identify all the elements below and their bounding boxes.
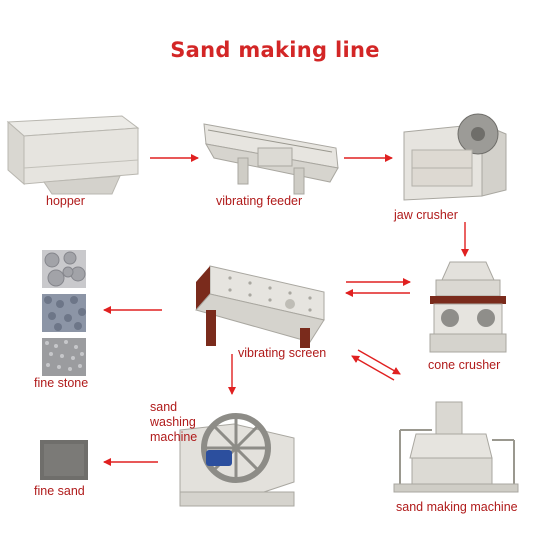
arrow-screen-to-sand-maker — [357, 349, 401, 375]
label-vibrating-screen: vibrating screen — [238, 346, 327, 360]
fine-stone-small-image — [42, 338, 86, 376]
label-cone-crusher: cone crusher — [428, 358, 501, 372]
jaw-crusher-machine — [403, 113, 507, 201]
fine-stone-medium-image — [42, 294, 86, 332]
label-jaw-crusher: jaw crusher — [394, 208, 458, 222]
label-vibrating-feeder: vibrating feeder — [216, 194, 303, 208]
label-sand-making-machine: sand making machine — [396, 500, 518, 514]
arrow-sand-maker-to-screen — [351, 355, 395, 381]
fine-stone-coarse-image — [42, 250, 86, 288]
fine-sand-image — [40, 440, 88, 480]
vibrating-screen-machine — [195, 265, 325, 348]
diagram-title: Sand making line — [170, 38, 380, 62]
label-hopper: hopper — [46, 194, 85, 208]
hopper-machine — [6, 115, 140, 195]
label-fine-sand: fine sand — [34, 484, 85, 498]
sand-making-machine — [393, 401, 519, 493]
vibrating-feeder-machine — [203, 123, 339, 195]
label-sand-washing-machine: sand washing machine — [150, 400, 198, 444]
cone-crusher-machine — [429, 261, 507, 353]
label-fine-stone: fine stone — [34, 376, 89, 390]
sand-washing-machine — [179, 413, 295, 507]
